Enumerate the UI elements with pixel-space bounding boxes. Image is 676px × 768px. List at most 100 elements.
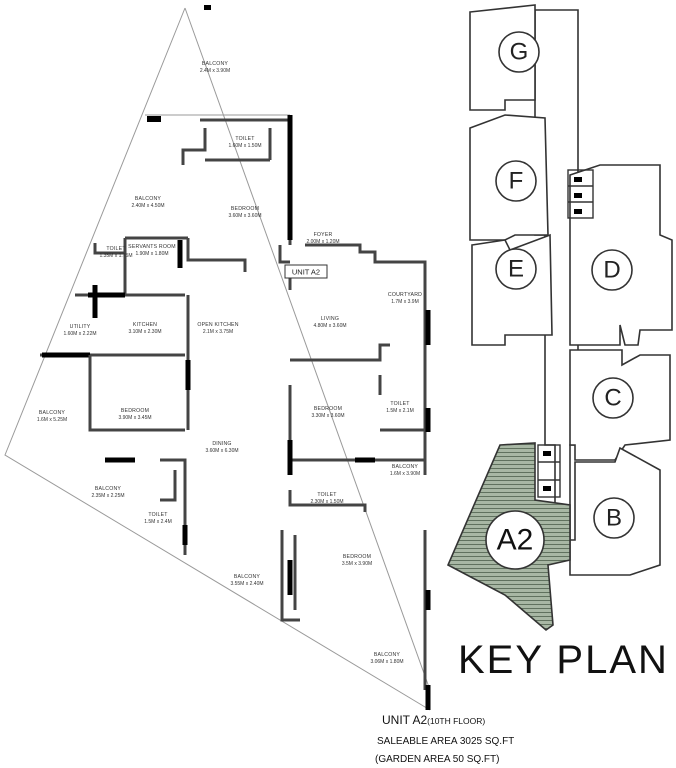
wall [160,458,187,555]
key-plan-letter-d: D [603,257,620,284]
wall [186,238,247,272]
room-name: BALCONY [95,486,122,492]
unit-label: UNIT A2 [292,268,320,277]
caption-garden-area: (GARDEN AREA 50 SQ.FT) [375,754,499,765]
room-dimensions: 3.06M x 1.80M [370,659,403,665]
room-name: FOYER [314,232,333,238]
room-name: OPEN KITCHEN [197,322,238,328]
room-name: BALCONY [234,574,261,580]
room-name: BEDROOM [314,406,342,412]
room-dimensions: 2.35M x 2.25M [91,493,124,499]
room-name: DINING [212,441,231,447]
room-name: TOILET [235,136,255,142]
key-plan-circle-f [495,160,537,202]
room-dimensions: 1.7M x 3.9M [391,299,419,305]
caption-floor: (10TH FLOOR) [427,716,485,726]
room-dimensions: 3.90M x 3.45M [118,415,151,421]
stair-core [574,177,582,182]
room-name: BALCONY [392,464,419,470]
wall [93,243,125,255]
room-dimensions: 3.10M x 2.30M [128,329,161,335]
key-plan-circle-e [495,248,537,290]
room-name: TOILET [148,512,168,518]
room-dimensions: 2.4M x 3.90M [200,68,230,74]
key-plan-circle-g [498,31,540,73]
wall [290,343,390,362]
room-dimensions: 1.60M x 1.50M [228,143,261,149]
wall [288,490,367,512]
room-dimensions: 1.5M x 2.1M [386,408,414,414]
room-name: BEDROOM [121,408,149,414]
room-dimensions: 1.6M x 5.25M [37,417,67,423]
room-dimensions: 1.60M x 2.22M [63,331,96,337]
key-plan-circle-d [591,249,633,291]
room-name: BALCONY [135,196,162,202]
room-dimensions: 1.90M x 1.80M [135,251,168,257]
wall-column [204,5,211,10]
caption-saleable-area: SALEABLE AREA 3025 SQ.FT [377,736,514,747]
wall [160,470,177,502]
room-dimensions: 3.55M x 2.40M [230,581,263,587]
room-dimensions: 3.5M x 3.90M [342,561,372,567]
key-plan-letter-e: E [508,256,524,283]
wall [288,385,355,462]
room-dimensions: 2.30M x 1.50M [310,499,343,505]
stair-core [543,486,551,491]
room-name: BEDROOM [343,554,371,560]
stair-core [567,169,594,219]
stair-core [574,209,582,214]
room-name: BALCONY [39,410,66,416]
room-dimensions: 1.6M x 3.90M [390,471,420,477]
room-dimensions: 2.1M x 3.75M [203,329,233,335]
key-plan-letter-c: C [604,385,621,412]
room-name: TOILET [390,401,410,407]
caption-unit-line: UNIT A2(10TH FLOOR) [382,713,485,727]
key-plan-title: KEY PLAN [458,638,669,682]
stair-core [537,444,561,498]
key-plan-circle-c [592,377,634,419]
stair-core [543,451,551,456]
wall [280,530,300,622]
room-name: BALCONY [374,652,401,658]
wall [88,355,185,432]
room-dimensions: 2.00M x 1.20M [306,239,339,245]
room-dimensions: 3.60M x 6.30M [205,448,238,454]
room-dimensions: 1.35M x 1.75M [99,253,132,259]
plan-boundary-line [184,7,431,691]
plan-caption: UNIT A2(10TH FLOOR) SALEABLE AREA 3025 S… [375,713,514,765]
wall-column [147,116,161,122]
room-name: TOILET [106,246,126,252]
room-name: BEDROOM [231,206,259,212]
wall [278,245,290,264]
room-name: LIVING [321,316,339,322]
key-plan-letter-b: B [606,505,622,532]
room-dimensions: 4.80M x 3.60M [313,323,346,329]
caption-unit: UNIT A2 [382,713,427,727]
key-plan-letter-a2: A2 [497,524,534,557]
room-name: SERVANTS ROOM [128,244,176,250]
